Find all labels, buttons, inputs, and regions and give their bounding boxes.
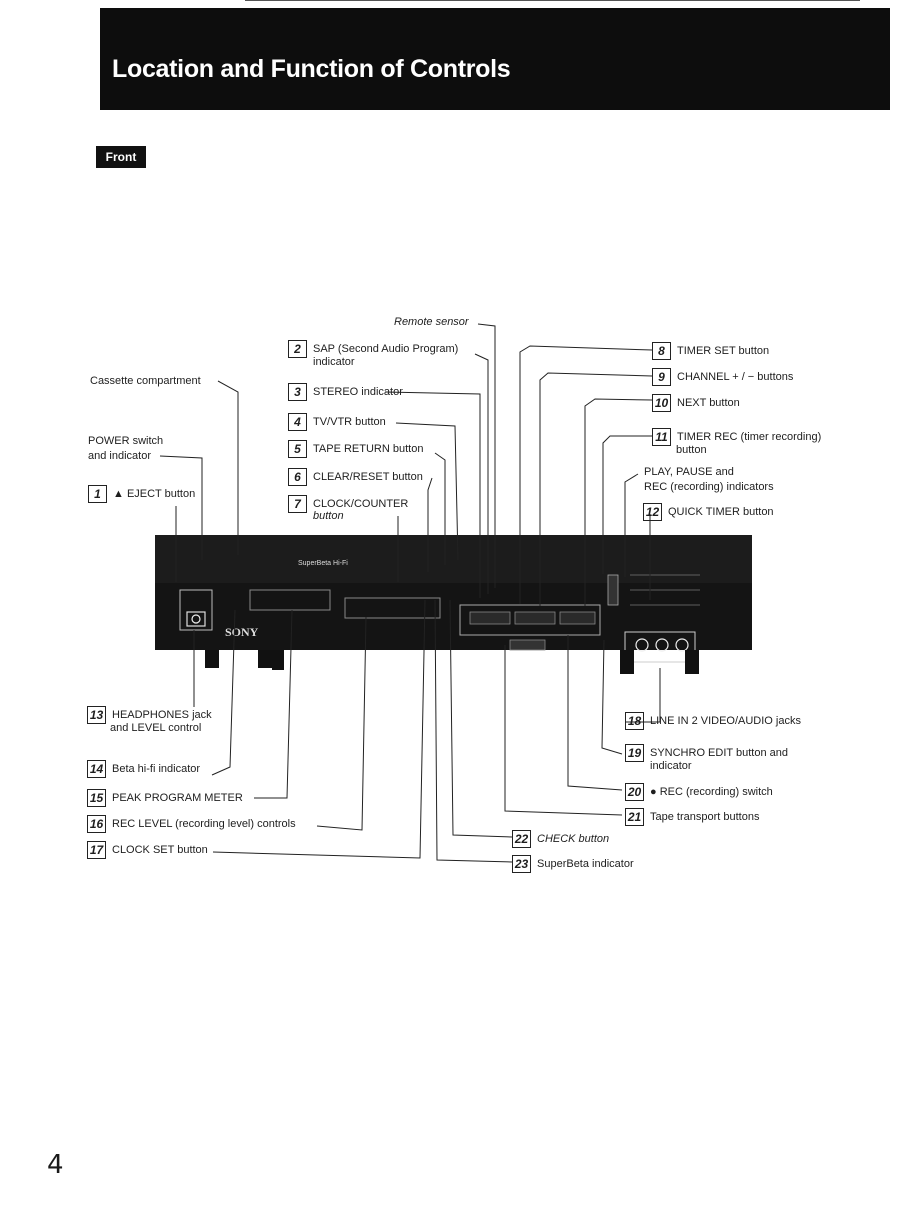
vcr-body: SONY SuperBeta Hi-Fi: [155, 535, 752, 674]
title-bar: Location and Function of Controls: [100, 8, 890, 110]
callout-8: 8: [652, 342, 671, 360]
label-eject: 1▲ EJECT button: [88, 485, 195, 503]
callout-23: 23: [512, 855, 531, 873]
label-play-pause-line2: REC (recording) indicators: [644, 481, 774, 493]
section-tag-front: Front: [96, 146, 146, 168]
callout-13: 13: [87, 706, 106, 724]
callout-1: 1: [88, 485, 107, 503]
callout-2: 2: [288, 340, 307, 358]
callout-4: 4: [288, 413, 307, 431]
callout-7: 7: [288, 495, 307, 513]
label-clock-counter-line2: button: [313, 510, 344, 522]
label-power: POWER switch: [88, 435, 164, 447]
label-cassette: Cassette compartment: [90, 375, 201, 387]
label-power-line2: and indicator: [88, 450, 151, 462]
label-play-pause: PLAY, PAUSE and: [644, 466, 734, 478]
callout-6: 6: [288, 468, 307, 486]
callout-3: 3: [288, 383, 307, 401]
label-synchro-line2: indicator: [650, 760, 692, 772]
callout-12: 12: [643, 503, 662, 521]
callout-21: 21: [625, 808, 644, 826]
callout-22: 22: [512, 830, 531, 848]
callout-9: 9: [652, 368, 671, 386]
label-rec-switch: 20● REC (recording) switch: [625, 783, 773, 801]
callout-19: 19: [625, 744, 644, 762]
page-title: Location and Function of Controls: [112, 55, 511, 83]
callout-15: 15: [87, 789, 106, 807]
callout-16: 16: [87, 815, 106, 833]
callout-20: 20: [625, 783, 644, 801]
callout-11: 11: [652, 428, 671, 446]
callout-5: 5: [288, 440, 307, 458]
label-sap-line2: indicator: [313, 356, 355, 368]
callout-18: 18: [625, 712, 644, 730]
label-headphones-line2: and LEVEL control: [110, 722, 202, 734]
label-remote-sensor: Remote sensor: [394, 316, 469, 328]
svg-text:SuperBeta Hi-Fi: SuperBeta Hi-Fi: [298, 560, 348, 567]
page-number: 4: [47, 1150, 64, 1180]
svg-text:SONY: SONY: [225, 625, 259, 639]
callout-10: 10: [652, 394, 671, 412]
label-timer-rec-line2: button: [676, 444, 707, 456]
callout-17: 17: [87, 841, 106, 859]
top-rule: [245, 0, 860, 1]
callout-14: 14: [87, 760, 106, 778]
